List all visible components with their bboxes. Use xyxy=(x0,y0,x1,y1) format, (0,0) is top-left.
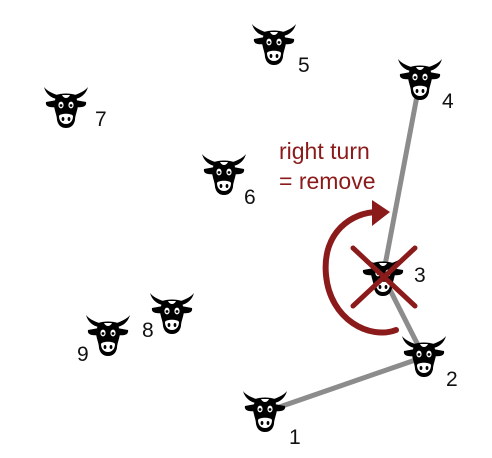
edge-3-4 xyxy=(380,77,423,279)
removal-cross xyxy=(350,245,418,309)
hull-edges xyxy=(262,77,427,415)
cross-stroke-2 xyxy=(350,245,418,309)
cow-head-icon xyxy=(402,336,446,377)
cow-label-9: 9 xyxy=(77,343,89,366)
cow-head-icon xyxy=(398,59,442,100)
cow-6: 6 xyxy=(202,154,256,209)
cow-label-2: 2 xyxy=(446,368,458,391)
cow-2: 2 xyxy=(402,336,458,391)
cow-head-icon xyxy=(150,293,194,334)
annotation-line-2: = remove xyxy=(279,168,376,194)
cow-9: 9 xyxy=(77,315,130,366)
cow-head-icon xyxy=(252,24,296,65)
cow-8: 8 xyxy=(142,293,194,342)
cow-head-icon xyxy=(202,154,246,195)
cow-label-3: 3 xyxy=(414,264,426,287)
rotation-arrow-head xyxy=(372,200,390,226)
annotation-line-1: right turn xyxy=(279,138,370,164)
cow-label-5: 5 xyxy=(298,54,310,77)
cow-label-8: 8 xyxy=(142,319,154,342)
cow-label-1: 1 xyxy=(289,426,301,449)
cow-7: 7 xyxy=(44,87,107,131)
cow-4: 4 xyxy=(398,59,454,113)
cow-head-icon xyxy=(243,391,287,432)
cow-head-icon xyxy=(44,87,88,128)
rotation-arrow-arc xyxy=(322,209,399,336)
cow-5: 5 xyxy=(252,24,310,77)
cow-3: 3 xyxy=(361,255,426,296)
cow-label-7: 7 xyxy=(95,108,107,131)
cow-head-icon xyxy=(86,315,130,356)
cow-label-6: 6 xyxy=(244,186,256,209)
rotation-arrow xyxy=(322,200,399,336)
edge-1-2 xyxy=(262,354,427,415)
cow-1: 1 xyxy=(243,391,301,449)
cow-label-4: 4 xyxy=(442,90,454,113)
cows: 1 2 3 4 5 6 7 8 9 xyxy=(44,24,458,449)
